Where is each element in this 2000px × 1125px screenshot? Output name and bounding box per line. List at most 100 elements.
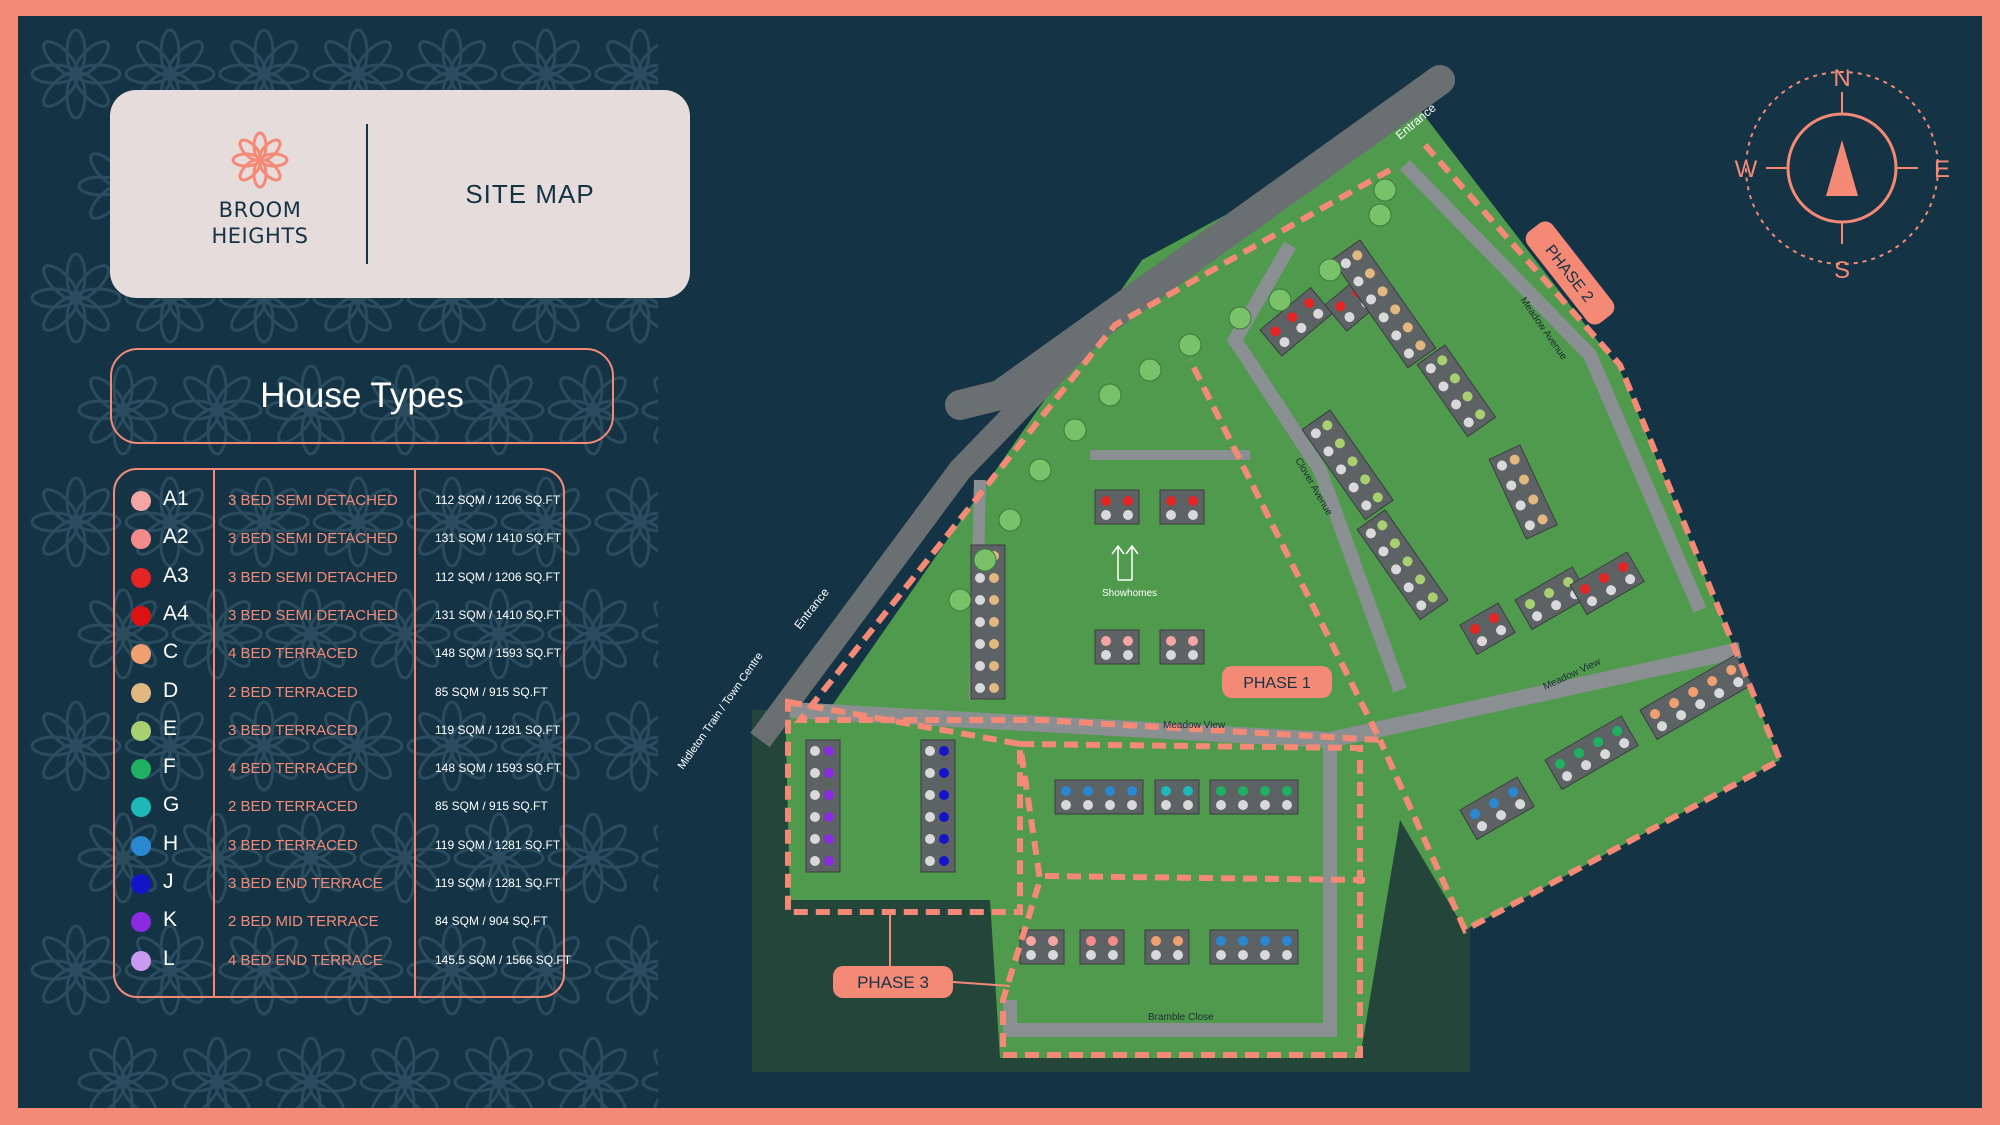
house-terrace-block	[1094, 629, 1140, 665]
house-type-size: 148 SQM / 1593 SQ.FT	[435, 646, 562, 661]
house-type-marker	[1105, 786, 1115, 796]
house-type-marker	[1188, 496, 1198, 506]
house-type-marker	[989, 573, 999, 583]
plot-number-marker	[1551, 600, 1562, 611]
plot-number-marker	[1127, 800, 1137, 810]
plot-number-marker	[1695, 699, 1706, 710]
house-type-size: 112 SQM / 1206 SQ.FT	[435, 493, 561, 507]
house-type-marker	[1377, 520, 1388, 531]
plot-number-marker	[1365, 528, 1376, 539]
house-type-size: 85 SQM / 915 SQ.FT	[435, 799, 548, 814]
house-type-description: 3 BED SEMI DETACHED	[228, 568, 398, 586]
house-type-marker	[1287, 312, 1298, 323]
house-type-color-swatch	[131, 491, 151, 511]
house-type-marker	[1188, 636, 1198, 646]
house-type-marker	[824, 746, 834, 756]
house-type-marker	[939, 834, 949, 844]
house-type-size: 145.5 SQM / 1566 SQ.FT	[435, 952, 572, 967]
house-type-marker	[1525, 599, 1536, 610]
house-type-size: 119 SQM / 1281 SQ.FT	[435, 876, 561, 890]
house-type-marker	[1415, 574, 1426, 585]
plot-number-marker	[810, 812, 820, 822]
house-terrace-block	[1209, 929, 1299, 965]
north-arrow-icon	[1826, 140, 1858, 196]
tree-icon	[1138, 358, 1162, 382]
main-road	[945, 65, 1455, 420]
house-blocks	[805, 178, 1753, 965]
house-type-marker	[989, 617, 999, 627]
plot-number-marker	[975, 573, 985, 583]
house-type-color-swatch	[131, 912, 151, 933]
plot-number-marker	[1188, 510, 1198, 520]
house-terrace-block	[1331, 239, 1437, 369]
plot-number-marker	[1101, 650, 1111, 660]
house-terrace-block	[1569, 551, 1645, 616]
plot-number-marker	[1451, 399, 1462, 410]
house-type-marker	[1270, 326, 1281, 337]
house-terrace-block	[1159, 489, 1205, 525]
house-type-marker	[824, 856, 834, 866]
house-type-marker	[1282, 786, 1292, 796]
house-type-marker	[1489, 613, 1500, 624]
house-type-color-swatch	[131, 644, 151, 665]
tree-icon	[948, 588, 972, 612]
house-terrace-block	[1356, 509, 1449, 621]
plot-number-marker	[1323, 446, 1334, 457]
entrance-left-label: Entrance	[791, 585, 832, 632]
plot-number-marker	[1496, 810, 1507, 821]
house-type-marker	[939, 768, 949, 778]
house-type-marker	[1574, 748, 1585, 759]
plot-number-marker	[1340, 258, 1351, 269]
plot-number-marker	[1310, 428, 1321, 439]
house-terrace-block	[1209, 779, 1299, 815]
house-terrace-block	[1459, 602, 1516, 656]
tree-icon	[1228, 306, 1252, 330]
house-type-marker	[1402, 322, 1413, 333]
house-type-marker	[1061, 786, 1071, 796]
house-type-marker	[1334, 438, 1345, 449]
house-terrace-block	[1094, 489, 1140, 525]
tree-icon	[1028, 458, 1052, 482]
house-type-marker	[1508, 787, 1519, 798]
house-type-color-swatch	[131, 759, 151, 780]
house-type-marker	[989, 661, 999, 671]
house-type-code: J	[163, 870, 174, 893]
house-type-marker	[1048, 936, 1058, 946]
house-type-size: 119 SQM / 1281 SQ.FT	[435, 722, 561, 737]
plot-number-marker	[1515, 500, 1526, 511]
plot-number-marker	[1086, 950, 1096, 960]
plot-number-marker	[810, 790, 820, 800]
plot-number-marker	[1714, 688, 1725, 699]
house-type-description: 3 BED TERRACED	[228, 721, 358, 739]
plot-number-marker	[1282, 800, 1292, 810]
tree-icon	[1098, 383, 1122, 407]
house-type-description: 3 BED TERRACED	[228, 836, 358, 854]
plot-number-marker	[1188, 650, 1198, 660]
plot-number-marker	[1173, 950, 1183, 960]
house-type-code: F	[163, 755, 176, 779]
tree-icon	[998, 508, 1022, 532]
house-type-code: L	[163, 946, 175, 970]
house-type-marker	[1216, 786, 1226, 796]
plot-number-marker	[1083, 800, 1093, 810]
house-type-size: 131 SQM / 1410 SQ.FT	[435, 531, 562, 546]
plot-number-marker	[1391, 564, 1402, 575]
plot-number-marker	[1105, 800, 1115, 810]
plot-number-marker	[1260, 950, 1270, 960]
plot-number-marker	[1296, 322, 1307, 333]
house-type-marker	[1026, 936, 1036, 946]
plot-number-marker	[1587, 596, 1598, 607]
house-type-marker	[1238, 936, 1248, 946]
plot-number-marker	[1344, 312, 1355, 323]
house-type-marker	[1123, 496, 1133, 506]
plot-number-marker	[1463, 417, 1474, 428]
house-terrace-block	[1259, 286, 1334, 357]
house-terrace-block	[1459, 776, 1535, 841]
internal-road-bramble-close	[1003, 740, 1337, 1037]
house-type-size: 148 SQM / 1593 SQ.FT	[435, 761, 562, 776]
meadow-view-label: Meadow View	[1163, 720, 1226, 731]
plot-number-marker	[1260, 800, 1270, 810]
